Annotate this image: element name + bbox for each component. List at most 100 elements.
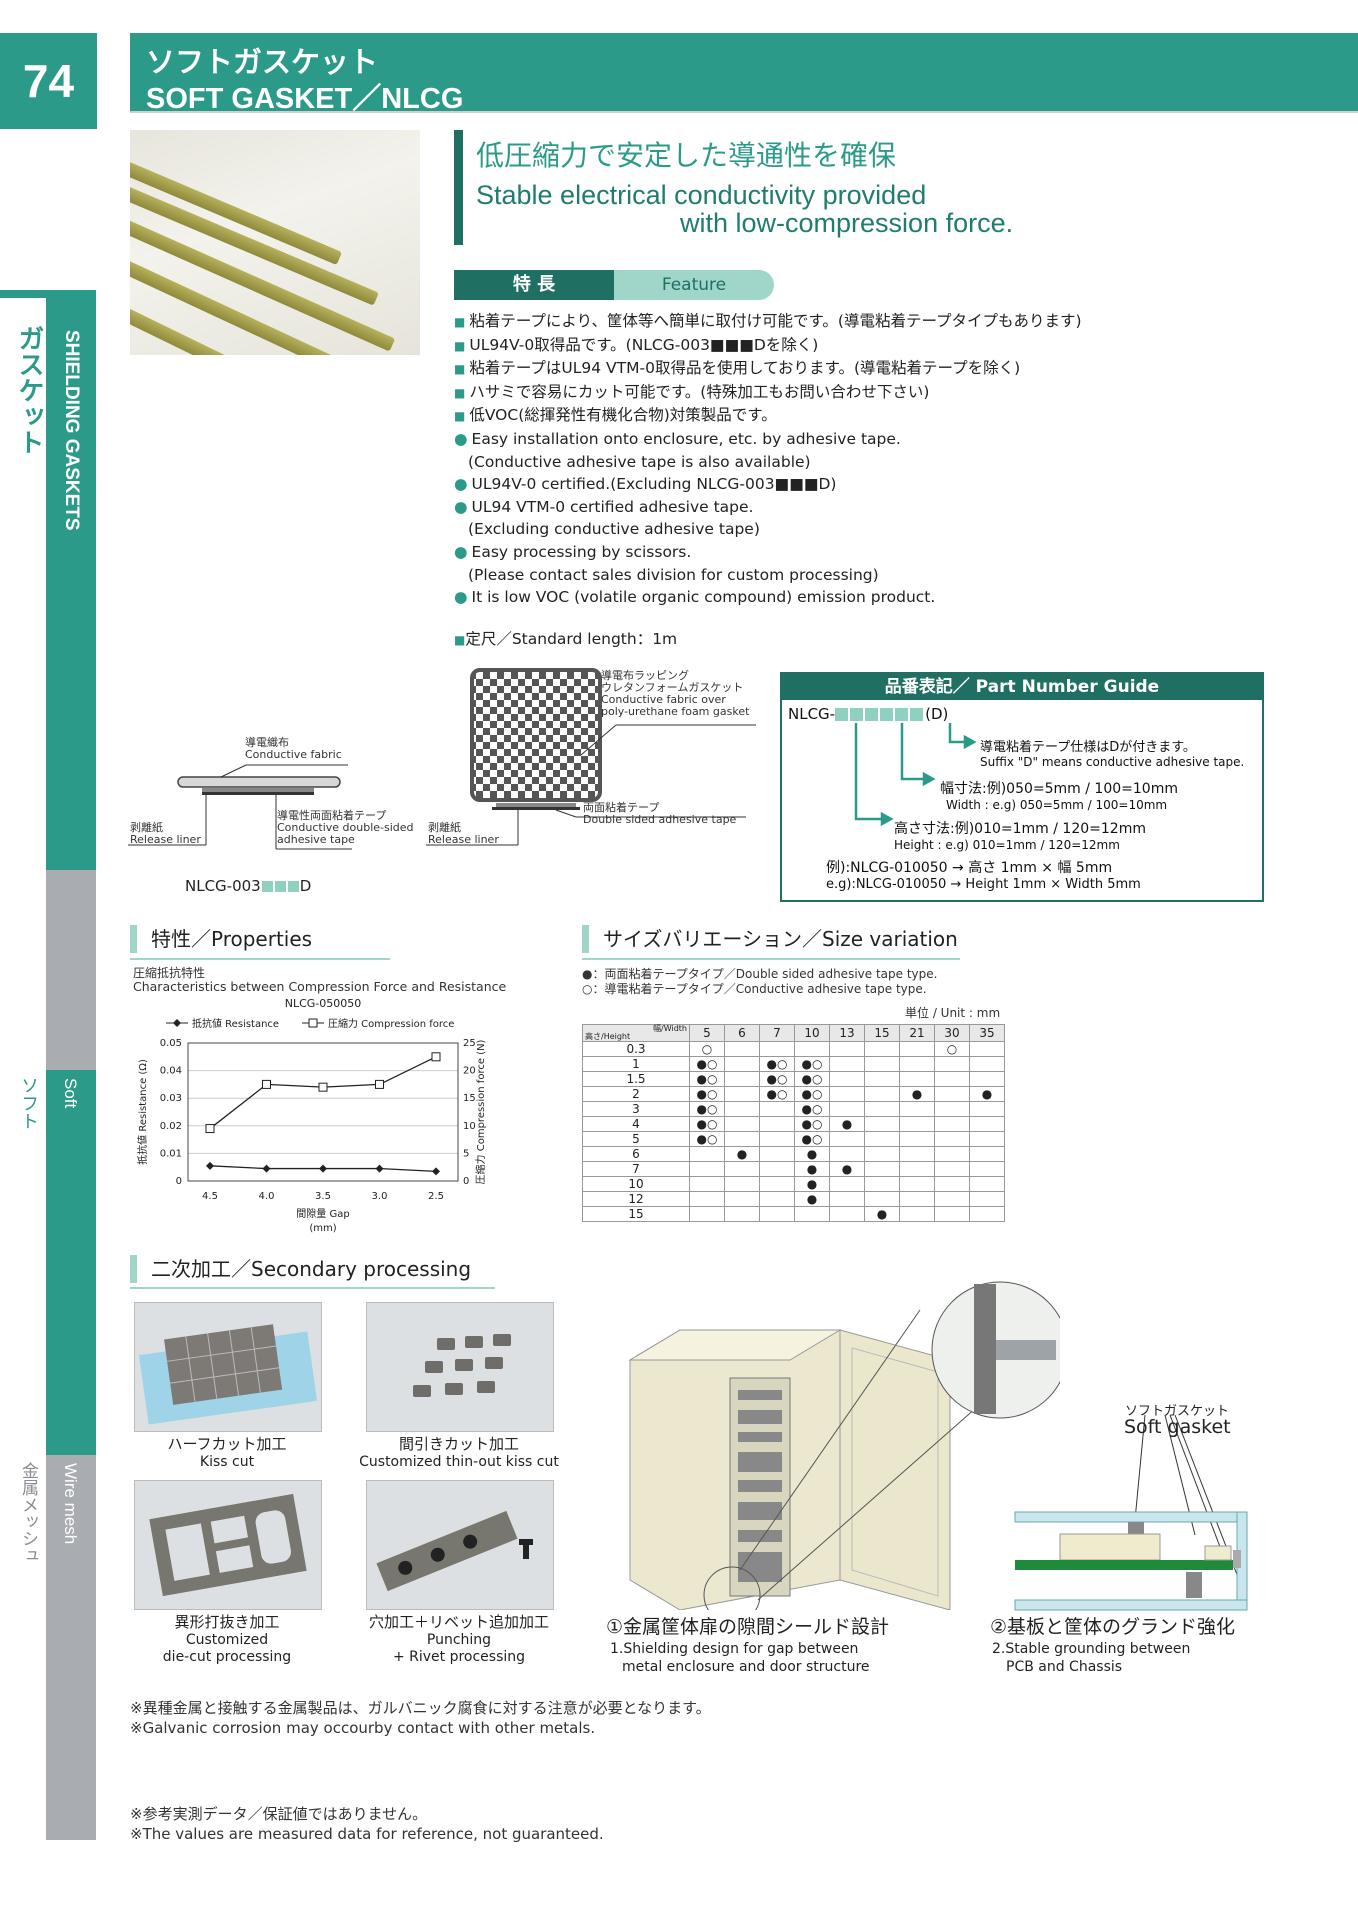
- size-cell: ●○: [794, 1086, 830, 1102]
- kiss-cut-photo: [134, 1302, 322, 1432]
- size-cell: [934, 1131, 970, 1147]
- table-row: 1●○●○●○: [582, 1056, 1005, 1072]
- size-cell: [864, 1101, 900, 1117]
- size-cell: ○: [934, 1041, 970, 1057]
- properties-subtitle-jp: 圧縮抵抗特性: [133, 966, 206, 980]
- feature-item: ■粘着テープはUL94 VTM-0取得品を使用しております。(導電粘着テープを除…: [454, 359, 1021, 378]
- height-cell: 10: [582, 1176, 690, 1192]
- page-header: ソフトガスケット SOFT GASKET／NLCG: [130, 33, 1358, 115]
- width-header: 15: [864, 1024, 900, 1042]
- size-cell: [829, 1146, 865, 1162]
- size-cell: [864, 1191, 900, 1207]
- feature-item: ■粘着テープにより、筐体等へ簡単に取付け可能です。(導電粘着テープタイプもありま…: [454, 312, 1082, 330]
- size-cell: [759, 1191, 795, 1207]
- y-tick-left: 0.05: [160, 1038, 182, 1049]
- soft-gasket-label-en: Soft gasket: [1124, 1416, 1231, 1438]
- size-cell: [969, 1056, 1005, 1072]
- height-cell: 3: [582, 1101, 690, 1117]
- width-header: 35: [969, 1024, 1005, 1042]
- height-cell: 7: [582, 1161, 690, 1177]
- size-cell: [969, 1206, 1005, 1222]
- size-cell: [829, 1071, 865, 1087]
- tagline-en-line2: with low-compression force.: [680, 208, 1014, 238]
- y-tick-right: 5: [463, 1148, 469, 1159]
- size-cell: [829, 1056, 865, 1072]
- size-legend: ●：両面粘着テープタイプ／Double sided adhesive tape …: [582, 967, 938, 996]
- height-cell: 1: [582, 1056, 690, 1072]
- size-cell: [899, 1206, 935, 1222]
- size-cell: ●: [794, 1176, 830, 1192]
- size-cell: [864, 1161, 900, 1177]
- size-cell: [899, 1161, 935, 1177]
- x-tick: 3.0: [372, 1191, 388, 1202]
- tagline-en-line1: Stable electrical conductivity provided: [476, 180, 927, 210]
- feature-item: ●Easy processing by scissors.: [454, 542, 692, 561]
- size-cell: ●: [724, 1146, 760, 1162]
- data-point-compression: [318, 1082, 328, 1092]
- size-cell: [689, 1161, 725, 1177]
- part-number-title: 品番表記／ Part Number Guide: [782, 674, 1262, 700]
- size-cell: ●: [794, 1191, 830, 1207]
- size-cell: [724, 1056, 760, 1072]
- data-point-resistance: [206, 1161, 214, 1170]
- size-cell: [724, 1176, 760, 1192]
- table-row: 5●○●○: [582, 1131, 1005, 1147]
- size-cell: [899, 1041, 935, 1057]
- size-cell: ●: [969, 1086, 1005, 1102]
- size-cell: ●: [899, 1086, 935, 1102]
- size-cell: [759, 1041, 795, 1057]
- size-variation-underline: [582, 958, 960, 960]
- y-tick-left: 0.02: [160, 1121, 182, 1132]
- side-label-mesh-jp: 金属メッシュ: [19, 1462, 38, 1564]
- legend-label-compression: 圧縮力 Compression force: [328, 1017, 454, 1030]
- size-cell: [829, 1041, 865, 1057]
- y-tick-left: 0.03: [160, 1093, 182, 1104]
- size-cell: [829, 1176, 865, 1192]
- y-tick-left: 0.04: [160, 1066, 182, 1077]
- x-axis-label: 間隙量 Gap: [296, 1207, 349, 1220]
- feature-item: (Excluding conductive adhesive tape): [468, 520, 760, 539]
- die-cut-photo: [134, 1480, 322, 1610]
- feature-item: ■低VOC(総揮発性有機化合物)対策製品です。: [454, 406, 777, 425]
- feature-list: ■粘着テープにより、筐体等へ簡単に取付け可能です。(導電粘着テープタイプもありま…: [454, 310, 1082, 609]
- size-cell: [864, 1086, 900, 1102]
- legend-label-resistance: 抵抗値 Resistance: [192, 1017, 279, 1030]
- size-cell: ●○: [689, 1116, 725, 1132]
- plot-frame: [187, 1042, 459, 1182]
- size-cell: [969, 1101, 1005, 1117]
- size-cell: [864, 1056, 900, 1072]
- x-tick: 3.5: [315, 1191, 331, 1202]
- size-cell: [934, 1101, 970, 1117]
- size-cell: ●: [829, 1116, 865, 1132]
- size-cell: [724, 1116, 760, 1132]
- feature-item: ●Easy installation onto enclosure, etc. …: [454, 429, 901, 448]
- size-cell: [934, 1056, 970, 1072]
- size-cell: [724, 1101, 760, 1117]
- note-galvanic-en: ※Galvanic corrosion may occourby contact…: [130, 1719, 596, 1737]
- size-variation-title: サイズバリエーション／Size variation: [582, 925, 958, 953]
- side-label-gaskets-en: SHIELDING GASKETS: [61, 330, 82, 531]
- height-cell: 2: [582, 1086, 690, 1102]
- size-cell: [829, 1131, 865, 1147]
- size-cell: [934, 1086, 970, 1102]
- size-cell: [829, 1206, 865, 1222]
- part-number-guide: 品番表記／ Part Number Guide NLCG-(D) 導電粘着テープ…: [780, 672, 1264, 902]
- size-cell: [899, 1101, 935, 1117]
- size-cell: [899, 1191, 935, 1207]
- feature-item: ●UL94V-0 certified.(Excluding NLCG-003■■…: [454, 475, 837, 494]
- note-reference-jp: ※参考実測データ／保証値ではありません。: [130, 1805, 428, 1823]
- size-cell: [864, 1041, 900, 1057]
- width-header: 13: [829, 1024, 865, 1042]
- table-row: 10 ●: [582, 1176, 1005, 1192]
- size-cell: [724, 1131, 760, 1147]
- data-point-compression: [431, 1052, 441, 1062]
- y-tick-right: 20: [463, 1066, 476, 1077]
- side-label-gaskets-jp: ガスケット: [15, 325, 45, 455]
- size-cell: [969, 1116, 1005, 1132]
- width-header: 10: [794, 1024, 830, 1042]
